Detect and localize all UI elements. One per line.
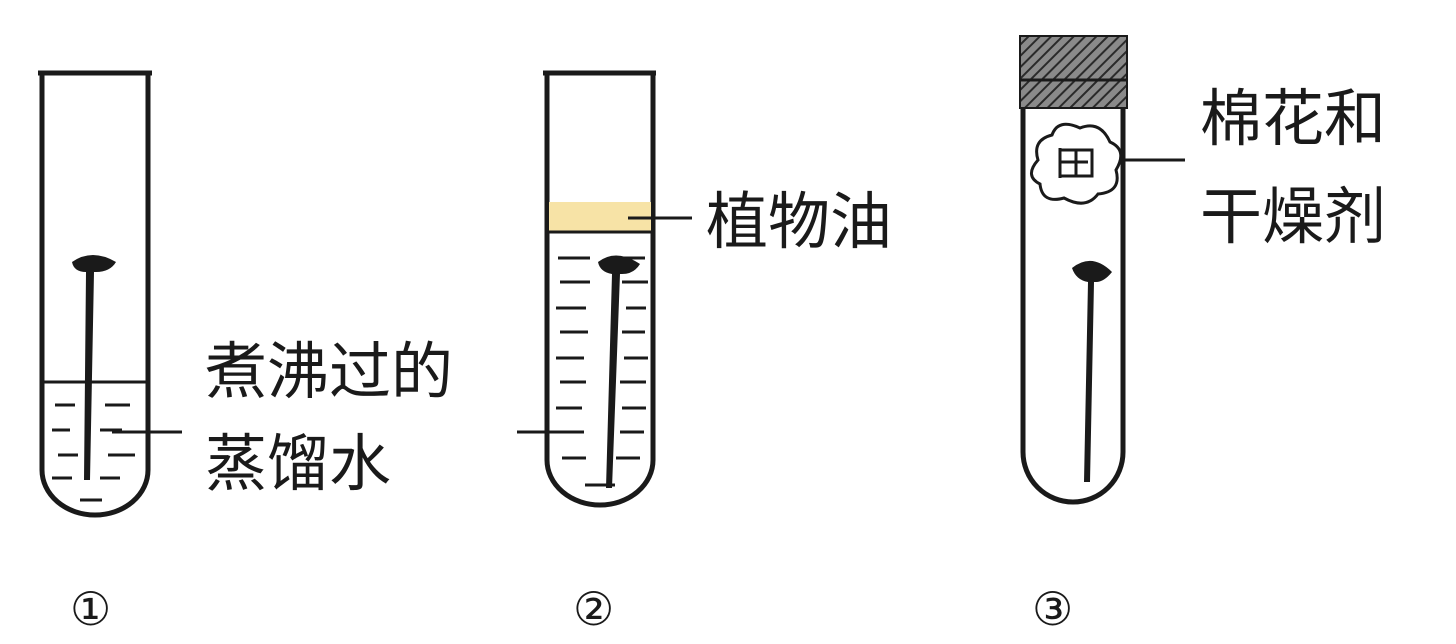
tube-2-water bbox=[556, 256, 648, 487]
tube-2-iron-nail bbox=[598, 255, 640, 488]
tube-1-water bbox=[52, 403, 135, 502]
tube-1-outline bbox=[39, 73, 151, 518]
test-tube-3 bbox=[1019, 35, 1185, 505]
tube-1-iron-nail bbox=[72, 255, 116, 480]
tube-2-outline bbox=[544, 73, 656, 508]
test-tube-2 bbox=[517, 70, 692, 508]
tube-number-2: ② bbox=[573, 582, 614, 636]
label-cotton-line2: 干燥剂 bbox=[1200, 180, 1386, 253]
tube-3-iron-nail bbox=[1072, 260, 1112, 482]
tube-number-3: ③ bbox=[1032, 582, 1073, 636]
tube-3-outline bbox=[1020, 108, 1126, 505]
label-boiled-water-line2: 蒸馏水 bbox=[205, 427, 391, 500]
tube-number-1: ① bbox=[70, 582, 111, 636]
label-cotton-line1: 棉花和 bbox=[1200, 82, 1386, 155]
tube-3-cotton-desiccant bbox=[1030, 122, 1123, 205]
label-boiled-water-line1: 煮沸过的 bbox=[205, 335, 453, 408]
test-tube-1 bbox=[38, 70, 182, 518]
tube-3-rubber-stopper bbox=[1019, 35, 1128, 109]
label-vegetable-oil: 植物油 bbox=[706, 185, 892, 258]
